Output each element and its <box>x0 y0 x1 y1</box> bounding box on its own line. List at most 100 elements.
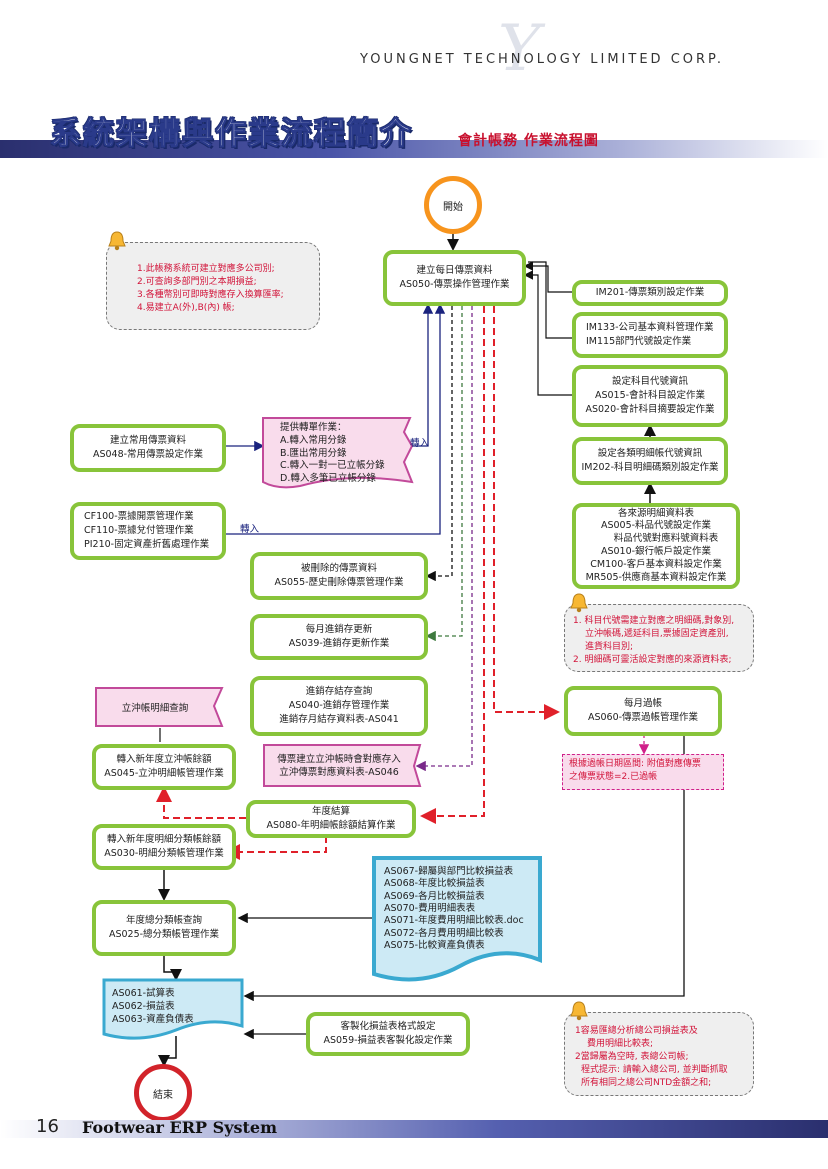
sources-line: 料品代號對應料號資料表 <box>613 533 719 545</box>
note1-line: 3.各種幣別可即時對應存入換算匯率; <box>137 290 284 301</box>
im202-title: 設定各類明細帳代號資訊 <box>597 448 703 460</box>
report-line: AS067-歸屬與部門比較損益表 <box>384 866 514 877</box>
note-account-codes: 1. 科目代號需建立對應之明細碼,對象別, 立沖帳碼,遞延科目,票據固定資產別,… <box>564 604 754 672</box>
report-line: AS068-年度比較損益表 <box>384 878 485 890</box>
posting-note: 根據過帳日期區間: 附值對應傳票 之傳票狀態=2.已過帳 <box>562 754 724 790</box>
transfer-in-label: 轉入 <box>240 524 260 535</box>
bell-icon <box>570 593 588 613</box>
start-node: 開始 <box>424 176 482 234</box>
im133-box: IM133-公司基本資料管理作業 IM115部門代號設定作業 <box>572 312 728 358</box>
footer-band <box>0 1120 828 1138</box>
transfer-line: C.轉入一對一已立帳分錄 <box>280 460 385 472</box>
bell-icon <box>108 231 126 251</box>
note1-line: 1.此帳務系統可建立對應多公司別; <box>137 264 275 274</box>
note2-line: 進貨科目別; <box>585 642 634 653</box>
note3-line: 1容易匯總分析總公司損益表及 <box>575 1026 698 1036</box>
as060-code: AS060-傳票過帳管理作業 <box>587 712 699 723</box>
transfer-line: B.匯出常用分錄 <box>280 447 347 459</box>
as046-code: 立沖傳票對應資料表-AS046 <box>279 767 399 778</box>
logo-watermark: Y <box>498 12 541 86</box>
as040-box: 進銷存結存查詢 AS040-進銷存管理作業 進銷存月結存資料表-AS041 <box>250 676 428 736</box>
as015-code: AS015-會計科目設定作業 <box>594 390 706 402</box>
report-line: AS075-比較資產負債表 <box>384 940 485 952</box>
as080-title: 年度結算 <box>311 806 350 818</box>
note3-line: 費用明細比較表; <box>587 1039 654 1050</box>
transfer-title: 提供轉單作業： <box>280 422 347 433</box>
as059-code: AS059-損益表客製化設定作業 <box>323 1035 453 1046</box>
as025-title: 年度總分類帳查詢 <box>125 915 202 927</box>
cf100-line: CF110-票據兌付管理作業 <box>84 525 194 537</box>
report-line: AS072-各月費用明細比較表 <box>384 927 504 939</box>
im133-code: IM133-公司基本資料管理作業 <box>586 322 714 334</box>
transfer-line: D.轉入多筆已立帳分錄 <box>280 473 376 485</box>
reports-doc: AS067-歸屬與部門比較損益表 AS068-年度比較損益表 AS069-各月比… <box>384 866 524 952</box>
note2-line: 立沖帳碼,遞延科目,票據固定資產別, <box>585 629 729 640</box>
sources-title: 各來源明細資料表 <box>617 507 694 519</box>
page-number: 16 <box>36 1116 59 1137</box>
company-name: YOUNGNET TECHNOLOGY LIMITED CORP. <box>360 52 724 67</box>
as055-code: AS055-歷史刪除傳票管理作業 <box>274 577 404 588</box>
note2-line: 2. 明細碼可靈活設定對應的來源資料表; <box>573 655 732 666</box>
as060-title: 每月過帳 <box>623 698 662 710</box>
note2-line: 1. 科目代號需建立對應之明細碼,對象別, <box>573 616 735 626</box>
sources-box: 各來源明細資料表 AS005-料品代號設定作業 料品代號對應料號資料表 AS01… <box>572 503 740 589</box>
final-reports-doc: AS061-試算表 AS062-損益表 AS063-資產負債表 <box>112 988 194 1026</box>
im202-box: 設定各類明細帳代號資訊 IM202-科目明細碼類別設定作業 <box>572 437 728 485</box>
sources-line: AS005-料品代號設定作業 <box>600 520 712 532</box>
end-label: 結束 <box>153 1089 173 1101</box>
as055-title: 被刪除的傳票資料 <box>300 563 377 575</box>
transfer-line: A.轉入常用分錄 <box>280 434 347 446</box>
page-title: 系統架構與作業流程簡介 <box>50 116 413 153</box>
as050-box: 建立每日傳票資料 AS050-傳票操作管理作業 <box>383 250 526 306</box>
footer-system-name: Footwear ERP System <box>82 1118 277 1137</box>
as030-code: AS030-明細分類帳管理作業 <box>104 848 224 859</box>
as030-box: 轉入新年度明細分類帳餘額 AS030-明細分類帳管理作業 <box>92 824 236 870</box>
as046-title: 傳票建立立沖帳時會對應存入 <box>277 753 401 765</box>
note3-line: 所有相同之總公司NTD金額之和; <box>581 1078 712 1089</box>
settle-query-label: 立沖帳明細查詢 <box>121 703 189 714</box>
as039-title: 每月進銷存更新 <box>305 624 373 636</box>
transfer-in-label: 轉入 <box>410 438 430 449</box>
as015-title: 設定科目代號資訊 <box>611 376 688 388</box>
sources-line: AS010-銀行帳戶設定作業 <box>600 546 712 557</box>
as040-title: 進銷存結存查詢 <box>305 686 373 698</box>
note3-line: 2當歸屬為空時, 表總公司帳; <box>575 1052 689 1063</box>
sources-line: CM100-客戶基本資料設定作業 <box>590 558 722 570</box>
im201-box: IM201-傳票類別設定作業 <box>572 280 728 306</box>
cf100-line: CF100-票據開票管理作業 <box>84 511 194 523</box>
settle-query-doc: 立沖帳明細查詢 <box>96 688 214 726</box>
as039-code: AS039-進銷存更新作業 <box>288 638 390 649</box>
im202-code: IM202-科目明細碼類別設定作業 <box>581 462 719 473</box>
as025-box: 年度總分類帳查詢 AS025-總分類帳管理作業 <box>92 900 236 956</box>
as060-box: 每月過帳 AS060-傳票過帳管理作業 <box>564 686 722 736</box>
note1-line: 2.可查詢多部門別之本期損益; <box>137 277 257 288</box>
as025-code: AS025-總分類帳管理作業 <box>108 929 220 940</box>
as041-code: 進銷存月結存資料表-AS041 <box>279 713 399 725</box>
as030-title: 轉入新年度明細分類帳餘額 <box>106 834 221 846</box>
cf100-line: PI210-固定資產折舊處理作業 <box>84 538 210 550</box>
as048-box: 建立常用傳票資料 AS048-常用傳票設定作業 <box>70 424 226 472</box>
report-line: AS069-各月比較損益表 <box>384 890 485 902</box>
as045-title: 轉入新年度立沖帳餘額 <box>116 754 212 766</box>
as045-code: AS045-立沖明細帳管理作業 <box>104 768 224 779</box>
note3-line: 程式提示: 請輸入總公司, 並判斷抓取 <box>581 1065 728 1076</box>
bell-icon <box>570 1001 588 1021</box>
final-report-line: AS063-資產負債表 <box>112 1013 194 1025</box>
as059-title: 客製化損益表格式設定 <box>340 1021 436 1033</box>
as045-box: 轉入新年度立沖帳餘額 AS045-立沖明細帳管理作業 <box>92 744 236 790</box>
as015-box: 設定科目代號資訊 AS015-會計科目設定作業 AS020-會計科目摘要設定作業 <box>572 365 728 427</box>
cf100-box: CF100-票據開票管理作業 CF110-票據兌付管理作業 PI210-固定資產… <box>70 502 226 560</box>
im115-code: IM115部門代號設定作業 <box>586 336 692 347</box>
note-multi-company: 1.此帳務系統可建立對應多公司別; 2.可查詢多部門別之本期損益; 3.各種幣別… <box>106 242 320 330</box>
posting-note-line: 根據過帳日期區間: 附值對應傳票 <box>569 759 701 769</box>
as080-code: AS080-年明細帳餘額結算作業 <box>266 820 396 831</box>
as048-title: 建立常用傳票資料 <box>109 435 186 447</box>
transfer-doc: 提供轉單作業： A.轉入常用分錄 B.匯出常用分錄 C.轉入一對一已立帳分錄 D… <box>280 422 385 486</box>
report-line: AS071-年度費用明細比較表.doc <box>384 915 524 927</box>
as050-title: 建立每日傳票資料 <box>416 265 493 277</box>
as059-box: 客製化損益表格式設定 AS059-損益表客製化設定作業 <box>306 1012 470 1056</box>
end-node: 結束 <box>134 1064 192 1122</box>
as039-box: 每月進銷存更新 AS039-進銷存更新作業 <box>250 614 428 660</box>
as080-box: 年度結算 AS080-年明細帳餘額結算作業 <box>246 800 416 838</box>
